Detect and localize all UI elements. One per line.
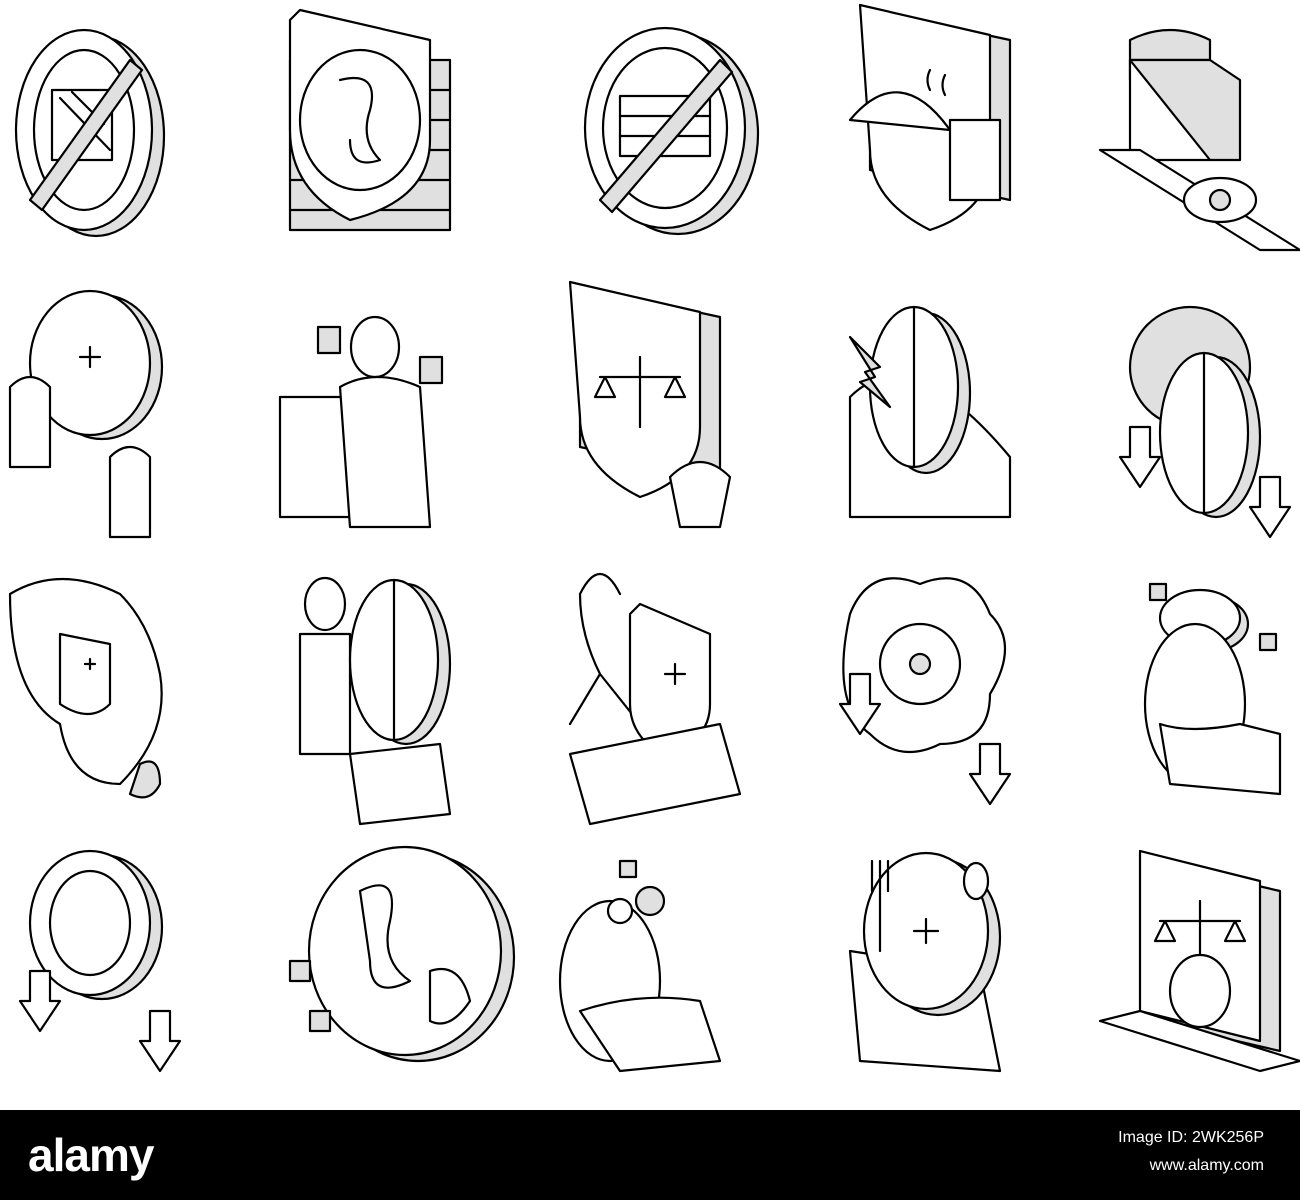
brand-logo[interactable]: alamy	[28, 1128, 154, 1182]
medical-coin-people-icon	[0, 277, 260, 554]
image-id-label: Image ID:	[1118, 1129, 1188, 1146]
shield-food-bowl-icon	[780, 0, 1040, 277]
globe-icon	[260, 831, 520, 1108]
stock-footer-bar: alamy Image ID: 2WK256P www.alamy.com	[0, 1110, 1300, 1200]
hand-people-icon	[520, 831, 780, 1108]
scales-of-justice-icon	[1040, 831, 1300, 1108]
africa-map-medical-icon	[0, 554, 260, 831]
prohibition-sign-icon	[0, 0, 260, 277]
wall-with-eye-icon	[1040, 0, 1300, 277]
icon-sheet	[0, 0, 1300, 1108]
shield-globe-wall-icon	[260, 0, 520, 277]
brand-name: alamy	[28, 1129, 154, 1181]
coin-lightning-icon	[780, 277, 1040, 554]
medical-coin-fork-spoon-icon	[780, 831, 1040, 1108]
person-coin-chart-icon	[260, 554, 520, 831]
radiation-cloud-icon	[780, 554, 1040, 831]
businessman-wallet-icon	[260, 277, 520, 554]
image-id-value: 2WK256P	[1191, 1129, 1264, 1146]
hand-holding-coins-icon	[1040, 554, 1300, 831]
shield-scales-money-bag-icon	[520, 277, 780, 554]
gear-coin-arrows-icon	[1040, 277, 1300, 554]
site-url[interactable]: www.alamy.com	[1149, 1157, 1264, 1174]
prohibition-sign-icon	[520, 0, 780, 277]
coin-down-arrows-icon	[0, 831, 260, 1108]
stock-info: Image ID: 2WK256P www.alamy.com	[1118, 1124, 1264, 1180]
image-id-line: Image ID: 2WK256P	[1118, 1124, 1264, 1152]
ribbon-medical-shield-icon	[520, 554, 780, 831]
